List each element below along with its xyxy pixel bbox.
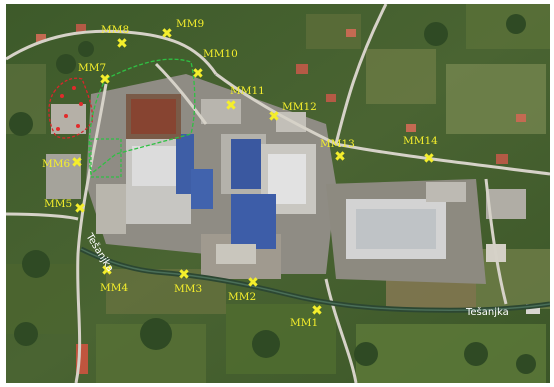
cross-marker-icon: ✖ xyxy=(116,36,128,52)
river-highlight xyxy=(80,248,550,311)
cross-marker-icon: ✖ xyxy=(101,263,113,279)
marker-mm7: ✖MM7 xyxy=(78,62,111,88)
measurement-markers: ✖MM1✖MM2✖MM3✖MM4✖MM5✖MM6✖MM7✖MM8✖MM9✖MM1… xyxy=(42,18,438,329)
marker-label: MM3 xyxy=(174,283,202,295)
marker-label: MM5 xyxy=(44,198,72,210)
marker-label: MM8 xyxy=(101,24,129,36)
marker-label: MM11 xyxy=(230,85,265,97)
marker-mm6: ✖MM6 xyxy=(42,155,83,171)
marker-mm14: ✖ MM14 xyxy=(403,135,438,167)
red-outlined-parcel xyxy=(48,77,94,139)
cross-marker-icon: ✖ xyxy=(99,72,111,88)
river-label-east: Tešanjka xyxy=(465,306,509,318)
marker-mm1: ✖MM1 xyxy=(290,303,323,329)
cross-marker-icon: ✖ xyxy=(423,151,435,167)
roads xyxy=(6,4,550,383)
marker-mm2: ✖MM2 xyxy=(228,275,259,303)
marker-label: MM4 xyxy=(100,282,129,294)
marker-label: MM7 xyxy=(78,62,106,74)
marker-label: MM10 xyxy=(203,48,238,60)
satellite-map: ✖MM1✖MM2✖MM3✖MM4✖MM5✖MM6✖MM7✖MM8✖MM9✖MM1… xyxy=(6,4,550,383)
green-outlined-parcel xyxy=(88,58,196,176)
marker-label: MM14 xyxy=(403,135,438,147)
cross-marker-icon: ✖ xyxy=(192,66,204,82)
cross-marker-icon: ✖ xyxy=(71,155,83,171)
marker-mm9: ✖MM9 xyxy=(161,18,204,42)
marker-label: MM2 xyxy=(228,291,256,303)
marker-mm4: ✖ MM4 xyxy=(100,263,129,294)
cross-marker-icon: ✖ xyxy=(178,267,190,283)
marker-label: MM9 xyxy=(176,18,204,30)
marker-label: MM13 xyxy=(320,138,355,150)
marker-mm11: ✖MM11 xyxy=(225,85,265,114)
marker-label: MM1 xyxy=(290,317,318,329)
marker-mm5: ✖MM5 xyxy=(44,198,86,217)
marker-mm3: ✖MM3 xyxy=(174,267,202,295)
cross-marker-icon: ✖ xyxy=(247,275,259,291)
buildings xyxy=(36,24,540,374)
marker-mm13: ✖MM13 xyxy=(320,138,355,165)
cross-marker-icon: ✖ xyxy=(74,201,86,217)
cross-marker-icon: ✖ xyxy=(161,26,173,42)
marker-mm10: ✖ MM10 xyxy=(192,48,238,82)
cross-marker-icon: ✖ xyxy=(268,109,280,125)
marker-mm8: ✖MM8 xyxy=(101,24,129,52)
cross-marker-icon: ✖ xyxy=(225,98,237,114)
marker-label: MM6 xyxy=(42,158,71,170)
red-points xyxy=(56,86,83,131)
tree-clusters xyxy=(9,14,536,374)
cross-marker-icon: ✖ xyxy=(334,149,346,165)
marker-mm12: ✖MM12 xyxy=(268,101,317,125)
green-outlined-block xyxy=(90,138,122,178)
map-canvas: ✖MM1✖MM2✖MM3✖MM4✖MM5✖MM6✖MM7✖MM8✖MM9✖MM1… xyxy=(6,4,550,383)
cross-marker-icon: ✖ xyxy=(311,303,323,319)
marker-label: MM12 xyxy=(282,101,317,113)
